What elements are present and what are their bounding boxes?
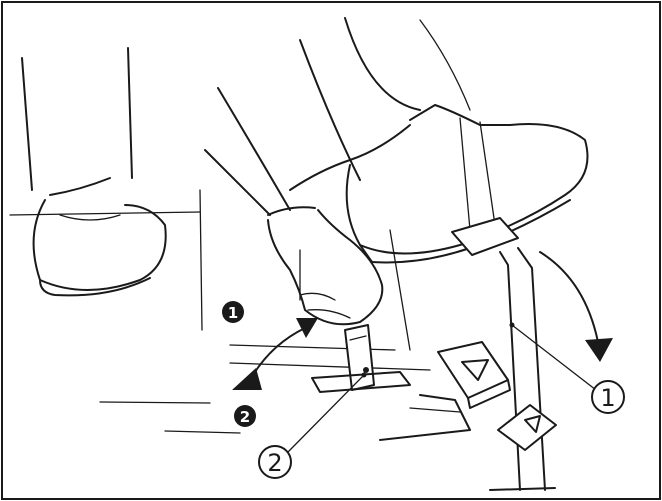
- left-leg: [22, 48, 166, 295]
- down-arrow-icon: [540, 252, 613, 362]
- callout-lever-label: 2: [267, 449, 282, 477]
- leader-line-lever: [288, 375, 364, 452]
- step-badge-2-label: 2: [240, 408, 250, 426]
- step-badge-1: 1: [222, 301, 244, 323]
- callout-lever: 2: [259, 446, 291, 478]
- callout-pedal-label: 1: [600, 384, 615, 412]
- callout-pedal: 1: [592, 381, 624, 413]
- pedal-assembly: [380, 218, 556, 490]
- release-lever: [312, 325, 410, 392]
- right-leg-and-shoe: [290, 18, 588, 262]
- step-badge-1-label: 1: [228, 304, 238, 322]
- arm-and-hand: [205, 40, 382, 324]
- step-badge-2: 2: [234, 405, 256, 427]
- curved-arrow-icon: [232, 318, 318, 390]
- leader-line-pedal: [512, 325, 596, 390]
- floor-lines: [10, 190, 430, 433]
